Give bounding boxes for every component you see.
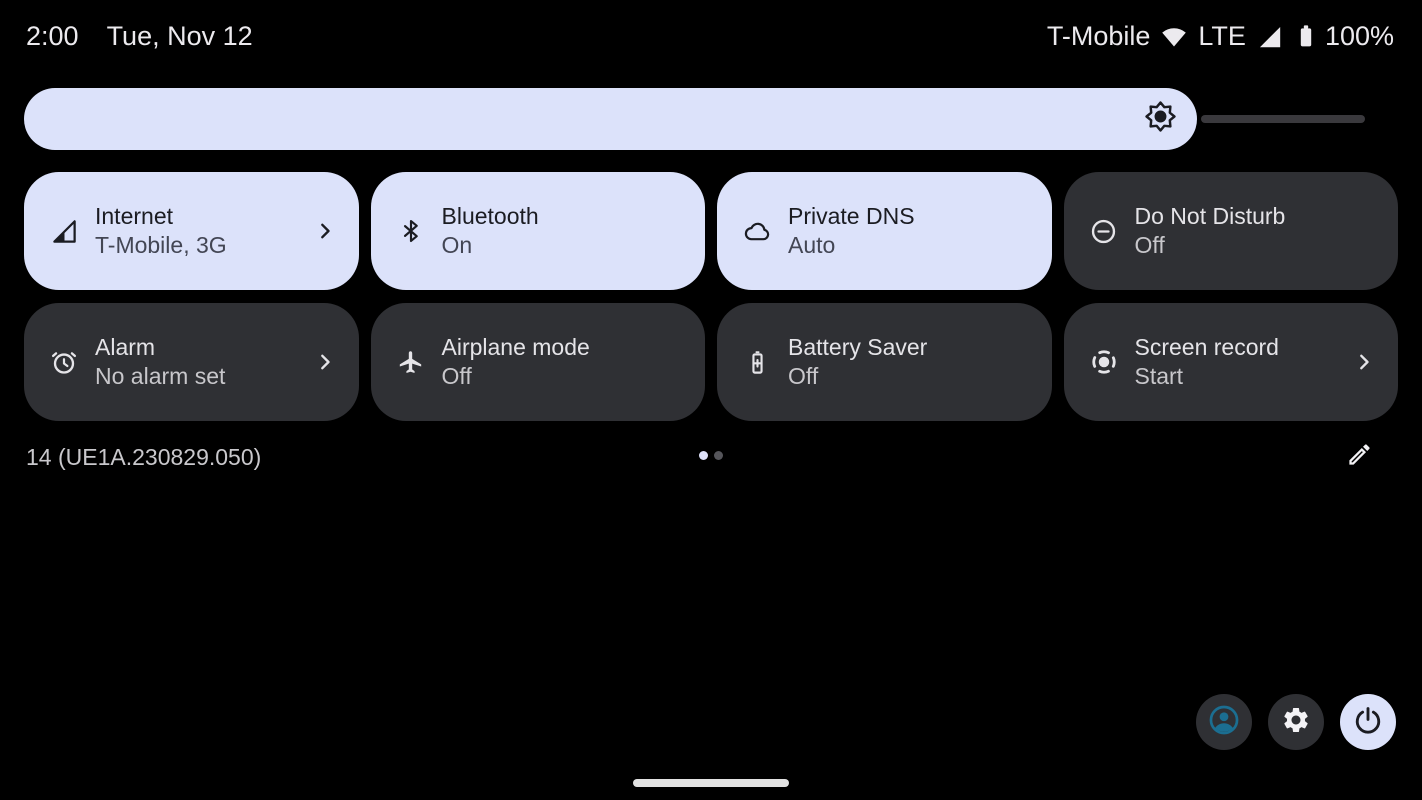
page-dot: [714, 451, 723, 460]
date: Tue, Nov 12: [106, 20, 253, 51]
tile-label: Internet: [95, 203, 173, 229]
tile-label: Do Not Disturb: [1134, 203, 1286, 229]
tile-label: Battery Saver: [788, 334, 928, 360]
shade-footer-buttons: [1196, 694, 1396, 750]
tile-private-dns[interactable]: Private DNS Auto: [717, 172, 1052, 290]
airplane-icon: [397, 349, 425, 376]
build-number: 14 (UE1A.230829.050): [26, 444, 262, 470]
user-switcher-button[interactable]: [1196, 694, 1252, 750]
brightness-slider[interactable]: [24, 88, 1365, 150]
power-icon: [1353, 705, 1383, 740]
chevron-right-icon: [313, 350, 337, 374]
tile-status: On: [441, 232, 473, 258]
gear-icon: [1281, 705, 1311, 740]
tile-label: Screen record: [1134, 334, 1279, 360]
wifi-icon: [1160, 22, 1188, 50]
tile-label: Alarm: [95, 334, 156, 360]
cellular-signal-icon: [50, 218, 78, 245]
battery-icon: [1293, 23, 1319, 49]
chevron-right-icon: [313, 219, 337, 243]
tile-label: Airplane mode: [441, 334, 590, 360]
edit-tiles-button[interactable]: [1342, 440, 1376, 474]
status-bar: 2:00 Tue, Nov 12 T-Mobile LTE 100%: [26, 16, 1394, 56]
tile-status: Start: [1134, 363, 1184, 389]
cloud-icon: [743, 217, 771, 246]
tile-status: Off: [788, 363, 819, 389]
brightness-slider-track[interactable]: [1201, 115, 1365, 123]
screen-record-icon: [1090, 348, 1118, 376]
tile-label: Private DNS: [788, 203, 915, 229]
tile-status: No alarm set: [95, 363, 226, 389]
tile-status: Off: [441, 363, 472, 389]
page-dot-active: [699, 451, 708, 460]
tile-status: T-Mobile, 3G: [95, 232, 227, 258]
user-avatar-icon: [1207, 703, 1241, 742]
tile-label: Bluetooth: [441, 203, 539, 229]
alarm-clock-icon: [50, 348, 78, 376]
brightness-icon: [1145, 101, 1177, 137]
brightness-slider-fill[interactable]: [24, 88, 1198, 150]
battery-percent-label: 100%: [1324, 20, 1394, 51]
cellular-signal-icon: [1256, 23, 1283, 50]
chevron-right-icon: [1352, 350, 1376, 374]
battery-saver-icon: [743, 349, 771, 376]
do-not-disturb-icon: [1090, 218, 1118, 245]
bluetooth-icon: [397, 218, 425, 244]
network-type-label: LTE: [1198, 20, 1246, 51]
home-gesture-pill[interactable]: [633, 779, 789, 787]
pencil-icon: [1346, 441, 1373, 473]
tile-status: Off: [1134, 232, 1165, 258]
settings-button[interactable]: [1268, 694, 1324, 750]
power-button[interactable]: [1340, 694, 1396, 750]
carrier-label: T-Mobile: [1046, 20, 1151, 51]
tile-alarm[interactable]: Alarm No alarm set: [24, 303, 359, 421]
page-indicator: [699, 451, 723, 460]
clock: 2:00: [26, 20, 79, 51]
tile-status: Auto: [788, 232, 836, 258]
